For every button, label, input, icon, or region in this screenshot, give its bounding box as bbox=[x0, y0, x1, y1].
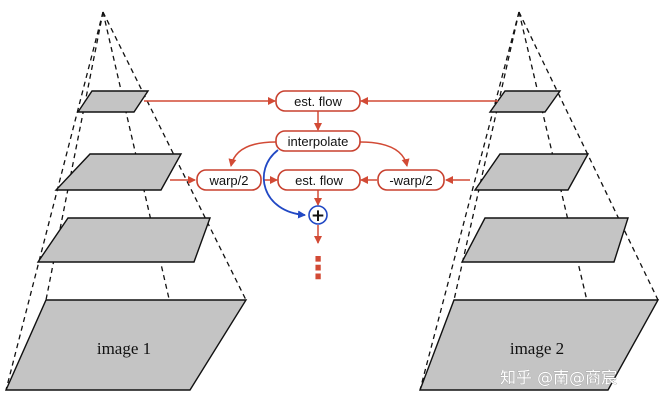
warp-right-label: -warp/2 bbox=[389, 173, 432, 188]
left-pyramid: image 1 bbox=[4, 11, 248, 391]
warp-right-box: -warp/2 bbox=[377, 169, 445, 191]
warp-left-label: warp/2 bbox=[208, 173, 248, 188]
ellipsis-dots: ⋮ bbox=[303, 251, 333, 286]
left-level-3-plane bbox=[54, 153, 183, 191]
plus-sign: + bbox=[311, 206, 325, 226]
right-pyramid: image 2 bbox=[418, 11, 660, 391]
sum-node: + bbox=[308, 205, 328, 226]
right-level-1-plane bbox=[418, 299, 660, 391]
flow-arrows bbox=[144, 97, 498, 244]
image-2-label: image 2 bbox=[510, 339, 564, 358]
blue-skip-arrow bbox=[262, 149, 306, 219]
right-level-2-plane bbox=[460, 217, 629, 263]
arrow-interpolate-to-warp-right bbox=[359, 141, 410, 167]
image-1-label: image 1 bbox=[97, 339, 151, 358]
est-flow-top-box: est. flow bbox=[275, 90, 361, 112]
est-flow-top-label: est. flow bbox=[294, 94, 342, 109]
right-pyramid-dashed-edges bbox=[419, 11, 659, 391]
left-level-1-plane bbox=[4, 299, 248, 391]
est-flow-mid-box: est. flow bbox=[277, 169, 361, 191]
right-level-4-plane bbox=[488, 90, 562, 113]
warp-left-box: warp/2 bbox=[196, 169, 262, 191]
watermark-text: 知乎 @南@商宸 bbox=[500, 368, 617, 387]
left-level-4-plane bbox=[76, 90, 150, 113]
right-level-3-plane bbox=[473, 153, 590, 191]
interpolate-box: interpolate bbox=[275, 130, 361, 152]
left-level-2-plane bbox=[36, 217, 211, 263]
arrow-interpolate-to-warp-left bbox=[228, 141, 277, 167]
interpolate-label: interpolate bbox=[288, 134, 349, 149]
est-flow-mid-label: est. flow bbox=[295, 173, 343, 188]
